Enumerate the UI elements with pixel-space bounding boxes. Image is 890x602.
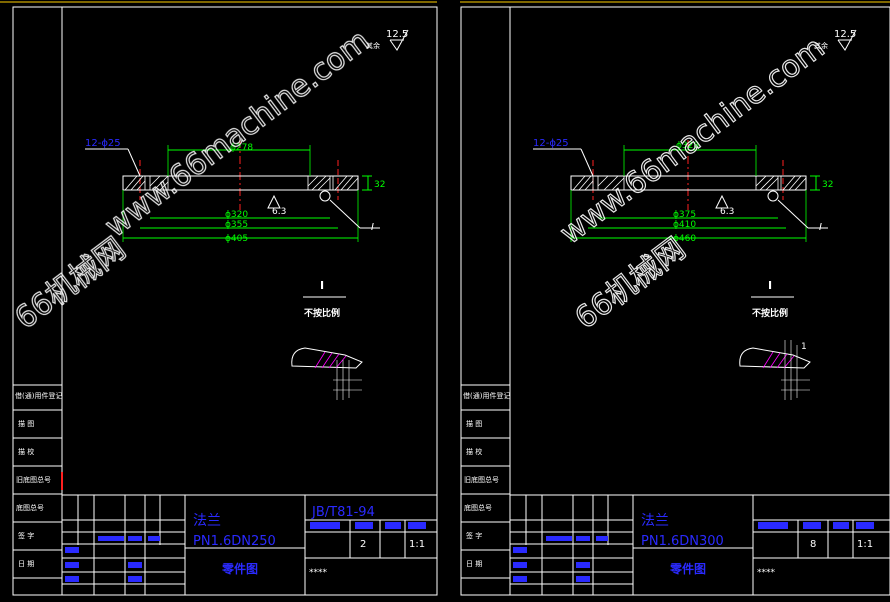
drawing-number-stars: **** xyxy=(309,568,328,578)
part-spec: PN1.6DN250 xyxy=(193,534,276,549)
dim-mid: ϕ355 xyxy=(225,220,248,230)
side-label-6: 日 期 xyxy=(18,560,34,568)
dim-thickness: 32 xyxy=(822,180,833,190)
side-label-3: 旧底图总号 xyxy=(464,475,499,484)
roughness-value: 12.5 xyxy=(386,29,408,40)
side-label-2: 描 校 xyxy=(466,447,482,456)
detail-view: I 不按比例 1 xyxy=(739,279,811,400)
side-label-5: 签 字 xyxy=(466,531,482,540)
detail-title: I xyxy=(768,279,772,292)
detail-callout: I xyxy=(777,199,828,233)
flange-section-view xyxy=(122,140,359,210)
roughness-label: 其余 xyxy=(814,41,828,50)
detail-view: I 不按比例 xyxy=(291,279,363,400)
dim-outer: ϕ460 xyxy=(673,234,696,244)
detail-note: 1 xyxy=(801,342,807,352)
dimension-annotations: ϕ278 ϕ320 ϕ355 ϕ405 32 6.3 xyxy=(122,143,385,244)
holes-label: 12-ϕ25 xyxy=(85,138,121,149)
dim-mid: ϕ410 xyxy=(673,220,696,230)
roughness-value: 12.5 xyxy=(834,29,856,40)
part-name: 法兰 xyxy=(641,513,669,529)
side-label-1: 描 图 xyxy=(466,419,482,428)
holes-leader: 12-ϕ25 xyxy=(85,138,141,177)
title-block: 法兰 PN1.6DN250 JB/T81-94 零件图 **** 2 1:1 xyxy=(61,494,438,596)
dim-inner: ϕ375 xyxy=(673,210,696,220)
quantity-value: 8 xyxy=(810,539,816,550)
section-mark: I xyxy=(819,222,822,233)
side-label-4: 底图总号 xyxy=(464,503,492,512)
document-type: 零件图 xyxy=(221,561,258,576)
dim-top: ϕ278 xyxy=(230,143,253,153)
section-mark: I xyxy=(371,222,374,233)
flange-section-view xyxy=(570,140,807,210)
part-name: 法兰 xyxy=(193,513,221,529)
side-label-6: 日 期 xyxy=(466,560,482,568)
surface-roughness-general: 其余 12.5 xyxy=(366,29,409,51)
side-label-0: 借(通)用件登记 xyxy=(15,391,62,400)
side-label-3: 旧底图总号 xyxy=(16,475,51,484)
roughness-small: 6.3 xyxy=(272,207,286,217)
detail-title: I xyxy=(320,279,324,292)
holes-label: 12-ϕ25 xyxy=(533,138,569,149)
document-type: 零件图 xyxy=(669,561,706,576)
dim-outer: ϕ405 xyxy=(225,234,248,244)
drawing-sheet-1: 借(通)用件登记 描 图 描 校 旧底图总号 底图总号 签 字 日 期 xyxy=(0,1,438,596)
part-spec: PN1.6DN300 xyxy=(641,534,724,549)
roughness-label: 其余 xyxy=(366,41,380,50)
side-registration-table: 借(通)用件登记 描 图 描 校 旧底图总号 底图总号 签 字 日 期 xyxy=(460,384,511,596)
side-registration-table: 借(通)用件登记 描 图 描 校 旧底图总号 底图总号 签 字 日 期 xyxy=(12,384,63,596)
detail-subtitle: 不按比例 xyxy=(752,307,788,319)
holes-leader: 12-ϕ25 xyxy=(533,138,594,177)
roughness-small: 6.3 xyxy=(720,207,734,217)
side-label-2: 描 校 xyxy=(18,447,34,456)
side-label-4: 底图总号 xyxy=(16,503,44,512)
scale-value: 1:1 xyxy=(857,539,873,550)
surface-roughness-general: 其余 12.5 xyxy=(814,29,857,51)
standard-number: JB/T81-94 xyxy=(311,505,375,520)
detail-callout: I xyxy=(329,199,380,233)
title-block: 法兰 PN1.6DN300 零件图 **** 8 1:1 xyxy=(509,494,890,596)
side-label-5: 签 字 xyxy=(18,531,34,540)
quantity-value: 2 xyxy=(360,539,366,550)
scale-value: 1:1 xyxy=(409,539,425,550)
dim-top: ϕ328 xyxy=(676,141,699,151)
sheet-gap xyxy=(440,0,460,598)
detail-subtitle: 不按比例 xyxy=(304,307,340,319)
side-label-0: 借(通)用件登记 xyxy=(463,391,510,400)
dim-thickness: 32 xyxy=(374,180,385,190)
side-label-1: 描 图 xyxy=(18,419,34,428)
dimension-annotations: ϕ328 ϕ375 ϕ410 ϕ460 32 6.3 xyxy=(570,141,833,244)
drawing-sheet-2: 借(通)用件登记 描 图 描 校 旧底图总号 底图总号 签 字 日 期 xyxy=(448,1,890,596)
drawing-number-stars: **** xyxy=(757,568,776,578)
dim-inner: ϕ320 xyxy=(225,210,248,220)
